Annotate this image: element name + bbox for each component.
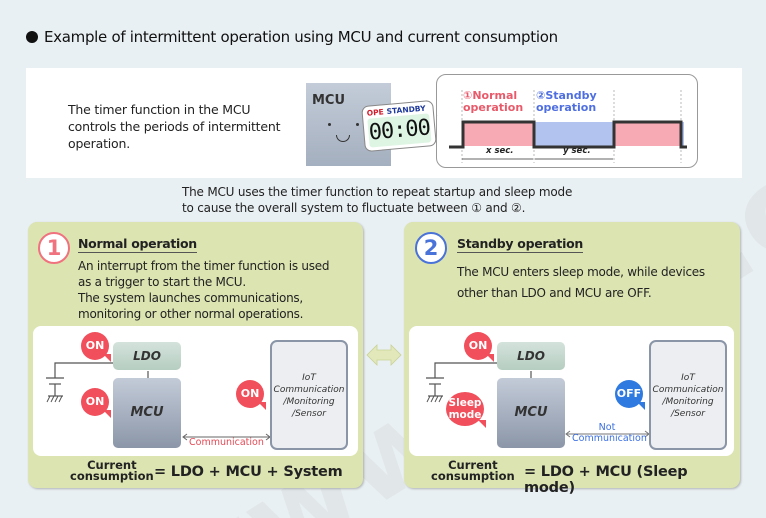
standby-operation-card: 2 Standby operation The MCU enters sleep…	[404, 222, 740, 496]
iot-line: /Sensor	[292, 409, 326, 419]
iot-device-block: IoT Communication /Monitoring /Sensor	[270, 340, 348, 450]
label-line: Not	[598, 422, 616, 433]
eye-icon	[328, 123, 331, 126]
ldo-block: LDO	[113, 342, 181, 370]
circuit-diagram: LDO MCU IoT Communication /Monitoring /S…	[33, 326, 358, 456]
arrow-head-icon	[182, 433, 188, 441]
description-line: The system launches communications,	[78, 291, 303, 305]
iot-device-block: IoT Communication /Monitoring /Sensor	[649, 340, 727, 450]
explanation-line: The MCU uses the timer function to repea…	[182, 185, 573, 199]
label-line: operation	[463, 101, 524, 114]
badge-line: Sleep	[448, 397, 482, 409]
normal-period-fill	[463, 122, 534, 146]
description-line: An interrupt from the timer function is …	[78, 259, 330, 273]
ldo-block: LDO	[497, 342, 565, 370]
bullet-icon	[26, 31, 38, 43]
consumption-equation: = LDO + MCU + System	[154, 464, 343, 480]
mcu-block: MCU	[113, 378, 181, 448]
card-description: The MCU enters sleep mode, while devices…	[457, 262, 705, 304]
label-line: ②Standby	[536, 89, 597, 102]
communication-label: Communication	[189, 437, 264, 448]
iot-line: IoT	[681, 373, 695, 383]
description-line: operation.	[68, 136, 130, 151]
iot-line: /Monitoring	[662, 397, 714, 407]
description-line: as a trigger to start the MCU.	[78, 275, 246, 289]
normal-operation-label: ①Normal operation	[463, 90, 523, 114]
mcu-on-badge: ON	[81, 388, 111, 418]
power-wire	[434, 362, 497, 378]
description-line: The timer function in the MCU	[68, 102, 251, 117]
card-description: An interrupt from the timer function is …	[78, 258, 330, 322]
mcu-sleep-badge: Sleep mode	[446, 392, 486, 428]
card-heading: Normal operation	[78, 236, 197, 253]
mcu-block: MCU	[497, 378, 565, 448]
ground-hatch-icon	[426, 395, 443, 403]
step-number-badge: 1	[38, 232, 70, 264]
power-wire	[54, 362, 113, 378]
waveform-callout	[428, 74, 698, 168]
timer-description: The timer function in the MCU controls t…	[68, 101, 298, 152]
timer-ope-label: OPE	[366, 107, 385, 118]
timer-overview-panel: The timer function in the MCU controls t…	[26, 68, 742, 178]
ldo-on-badge: ON	[464, 332, 494, 362]
badge-line: mode	[448, 409, 482, 421]
arrow-head-icon	[565, 430, 571, 438]
cycle-explanation: The MCU uses the timer function to repea…	[182, 184, 572, 216]
circuit-diagram: LDO MCU IoT Communication /Monitoring /S…	[409, 326, 734, 456]
double-arrow-icon	[366, 344, 402, 366]
iot-line: Communication	[273, 385, 345, 395]
normal-operation-card: 1 Normal operation An interrupt from the…	[28, 222, 363, 488]
consumption-label: Current consumption	[431, 458, 515, 483]
mcu-character-label: MCU	[312, 93, 346, 108]
waveform-graph	[428, 90, 687, 163]
normal-period-fill	[615, 122, 681, 146]
consumption-label: Current consumption	[70, 458, 154, 483]
label-line: Current	[87, 458, 137, 472]
label-line: ①Normal	[463, 89, 518, 102]
step-number-badge: 2	[415, 232, 447, 264]
label-line: consumption	[70, 469, 154, 483]
page-title: Example of intermittent operation using …	[26, 28, 558, 46]
page-title-text: Example of intermittent operation using …	[44, 28, 558, 46]
explanation-line: to cause the overall system to fluctuate…	[182, 201, 526, 215]
description-line: monitoring or other normal operations.	[78, 307, 304, 321]
iot-line: /Sensor	[671, 409, 705, 419]
iot-line: /Monitoring	[283, 397, 335, 407]
card-heading: Standby operation	[457, 236, 583, 253]
y-period-label: y sec.	[563, 146, 591, 156]
smile-icon	[336, 135, 350, 142]
ground-hatch-icon	[46, 395, 63, 403]
square-wave-line	[449, 120, 687, 149]
description-line: other than LDO and MCU are OFF.	[457, 286, 652, 300]
consumption-equation: = LDO + MCU (Sleep mode)	[524, 464, 688, 496]
standby-operation-label: ②Standby operation	[536, 90, 597, 114]
eye-icon	[356, 123, 359, 126]
description-line: The MCU enters sleep mode, while devices	[457, 265, 705, 279]
x-period-label: x sec.	[486, 146, 514, 156]
description-line: controls the periods of intermittent	[68, 119, 281, 134]
no-communication-label: Not Communication	[572, 422, 647, 444]
iot-on-badge: ON	[236, 380, 266, 410]
label-line: Current	[448, 458, 498, 472]
iot-line: IoT	[302, 373, 316, 383]
iot-line: Communication	[652, 385, 724, 395]
standby-period-fill	[535, 122, 614, 146]
label-line: consumption	[431, 469, 515, 483]
label-line: operation	[536, 101, 597, 114]
label-line: Communication	[572, 433, 647, 444]
timer-display: OPE STANDBY 00:00	[361, 99, 437, 153]
timer-digits: 00:00	[367, 113, 432, 148]
ldo-on-badge: ON	[81, 332, 111, 362]
iot-off-badge: OFF	[615, 380, 645, 410]
